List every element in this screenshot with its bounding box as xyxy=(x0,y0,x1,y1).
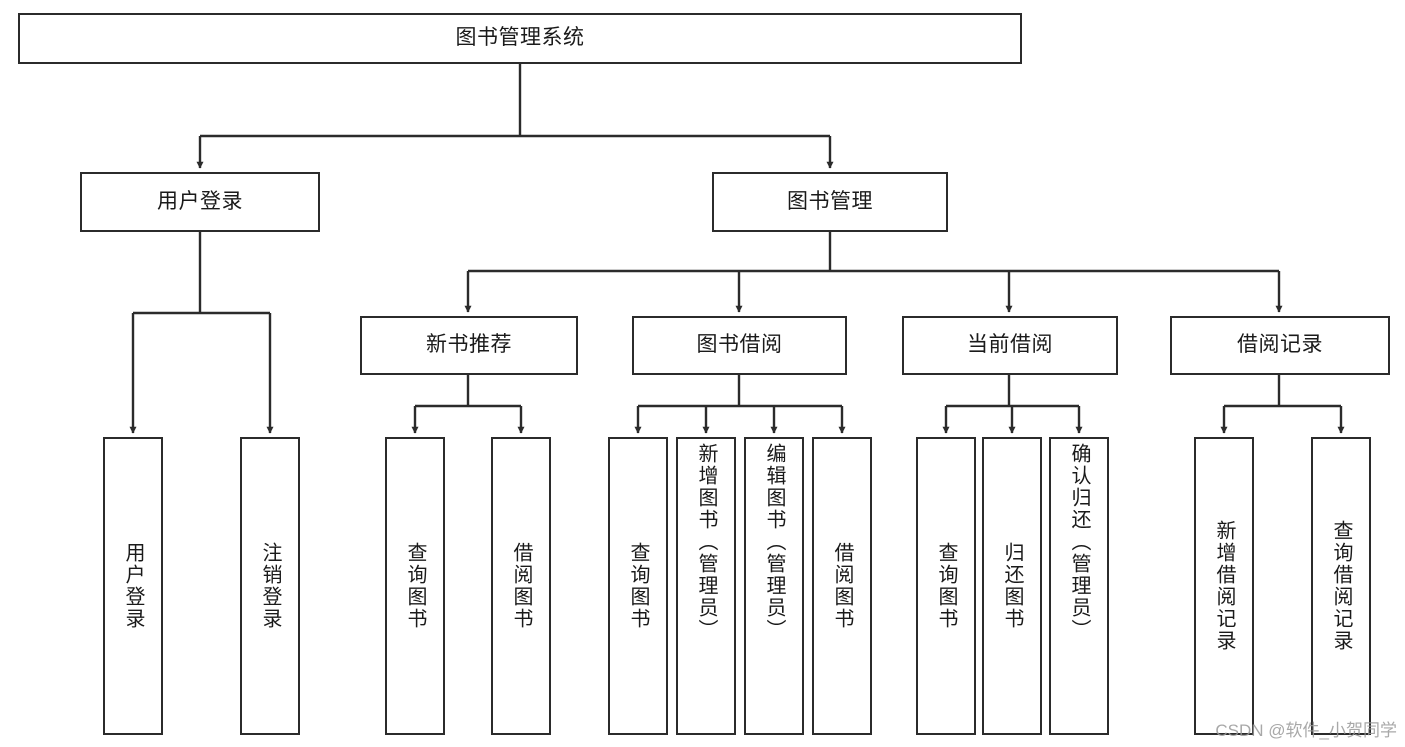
node-leaf-query-book-3[interactable]: 查询图书 xyxy=(916,437,976,735)
node-book-borrow[interactable]: 图书借阅 xyxy=(632,316,847,375)
node-leaf-borrow-book-1[interactable]: 借阅图书 xyxy=(491,437,551,735)
node-leaf-confirm-return-admin-label: 确认归还（管理员） xyxy=(1068,443,1090,641)
node-leaf-user-login[interactable]: 用户登录 xyxy=(103,437,163,735)
node-leaf-confirm-return-admin[interactable]: 确认归还（管理员） xyxy=(1049,437,1109,735)
node-leaf-query-book-2-label: 查询图书 xyxy=(627,542,649,630)
node-leaf-add-borrow-record[interactable]: 新增借阅记录 xyxy=(1194,437,1254,735)
node-current-borrow-label: 当前借阅 xyxy=(967,333,1053,357)
node-leaf-edit-book-admin-label: 编辑图书（管理员） xyxy=(763,443,785,641)
node-user-login[interactable]: 用户登录 xyxy=(80,172,320,232)
node-root-label: 图书管理系统 xyxy=(455,26,585,50)
node-leaf-add-borrow-record-label: 新增借阅记录 xyxy=(1213,520,1235,652)
node-leaf-add-book-admin[interactable]: 新增图书（管理员） xyxy=(676,437,736,735)
node-leaf-borrow-book-1-label: 借阅图书 xyxy=(510,542,532,630)
node-leaf-return-book[interactable]: 归还图书 xyxy=(982,437,1042,735)
node-root[interactable]: 图书管理系统 xyxy=(18,13,1022,64)
node-borrow-record-label: 借阅记录 xyxy=(1237,333,1323,357)
node-book-manage[interactable]: 图书管理 xyxy=(712,172,948,232)
node-user-login-label: 用户登录 xyxy=(157,189,243,213)
node-leaf-query-book-1[interactable]: 查询图书 xyxy=(385,437,445,735)
node-current-borrow[interactable]: 当前借阅 xyxy=(902,316,1118,375)
node-leaf-logout-login-label: 注销登录 xyxy=(259,542,281,630)
node-leaf-return-book-label: 归还图书 xyxy=(1001,542,1023,630)
node-new-book-recommend[interactable]: 新书推荐 xyxy=(360,316,578,375)
node-leaf-query-book-2[interactable]: 查询图书 xyxy=(608,437,668,735)
node-book-manage-label: 图书管理 xyxy=(787,189,873,213)
node-leaf-add-book-admin-label: 新增图书（管理员） xyxy=(695,443,717,641)
node-leaf-borrow-book-2[interactable]: 借阅图书 xyxy=(812,437,872,735)
node-leaf-edit-book-admin[interactable]: 编辑图书（管理员） xyxy=(744,437,804,735)
node-leaf-query-book-1-label: 查询图书 xyxy=(404,542,426,630)
node-leaf-logout-login[interactable]: 注销登录 xyxy=(240,437,300,735)
node-leaf-query-borrow-record-label: 查询借阅记录 xyxy=(1330,520,1352,652)
node-leaf-user-login-label: 用户登录 xyxy=(122,542,144,630)
node-leaf-borrow-book-2-label: 借阅图书 xyxy=(831,542,853,630)
node-book-borrow-label: 图书借阅 xyxy=(696,333,783,357)
node-new-book-recommend-label: 新书推荐 xyxy=(426,333,512,357)
node-leaf-query-book-3-label: 查询图书 xyxy=(935,542,957,630)
node-borrow-record[interactable]: 借阅记录 xyxy=(1170,316,1390,375)
node-leaf-query-borrow-record[interactable]: 查询借阅记录 xyxy=(1311,437,1371,735)
